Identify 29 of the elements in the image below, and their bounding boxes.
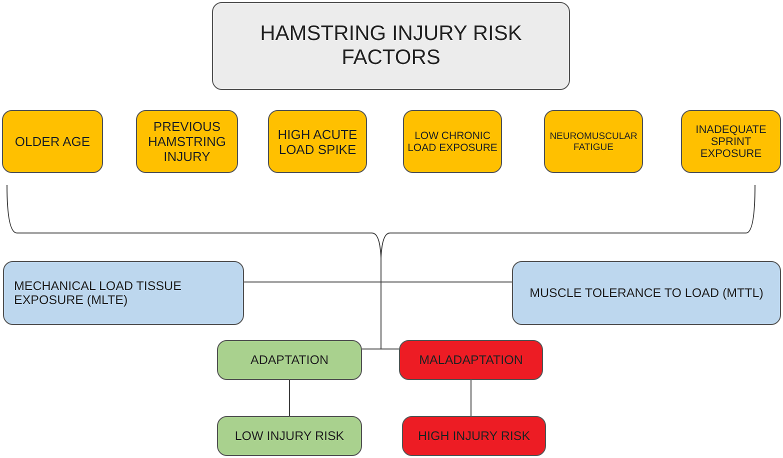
process-box — [402, 416, 546, 456]
box-label: MALADAPTATION — [419, 353, 523, 367]
box-label: NEUROMUSCULAR FATIGUE — [548, 130, 638, 152]
process-box — [2, 110, 103, 173]
title-text: HAMSTRING INJURY RISK FACTORS — [259, 22, 523, 70]
title-box — [212, 2, 570, 90]
box-label: MUSCLE TOLERANCE TO LOAD (MTTL) — [530, 286, 764, 300]
process-box — [3, 261, 244, 325]
box-label: ADAPTATION — [250, 353, 328, 367]
process-box — [399, 340, 543, 380]
process-box — [268, 110, 367, 173]
process-box — [136, 110, 238, 173]
box-label: PREVIOUS HAMSTRING INJURY — [147, 119, 227, 164]
box-label: LOW INJURY RISK — [234, 429, 344, 443]
box-label: OLDER AGE — [14, 134, 90, 149]
box-label: LOW CHRONIC LOAD EXPOSURE — [407, 130, 498, 154]
box-label: INADEQUATE SPRINT EXPOSURE — [694, 124, 768, 160]
process-box — [403, 110, 502, 173]
process-box — [544, 110, 643, 173]
process-box — [217, 416, 362, 456]
box-label: MECHANICAL LOAD TISSUE EXPOSURE (MLTE) — [14, 279, 182, 307]
box-label: HIGH ACUTE LOAD SPIKE — [276, 126, 358, 156]
process-box — [681, 110, 781, 173]
connector-line — [470, 380, 472, 416]
connector-line — [289, 380, 290, 416]
box-label: HIGH INJURY RISK — [418, 429, 530, 443]
connector-line — [380, 258, 400, 350]
process-box — [217, 340, 362, 380]
process-box — [512, 261, 781, 325]
